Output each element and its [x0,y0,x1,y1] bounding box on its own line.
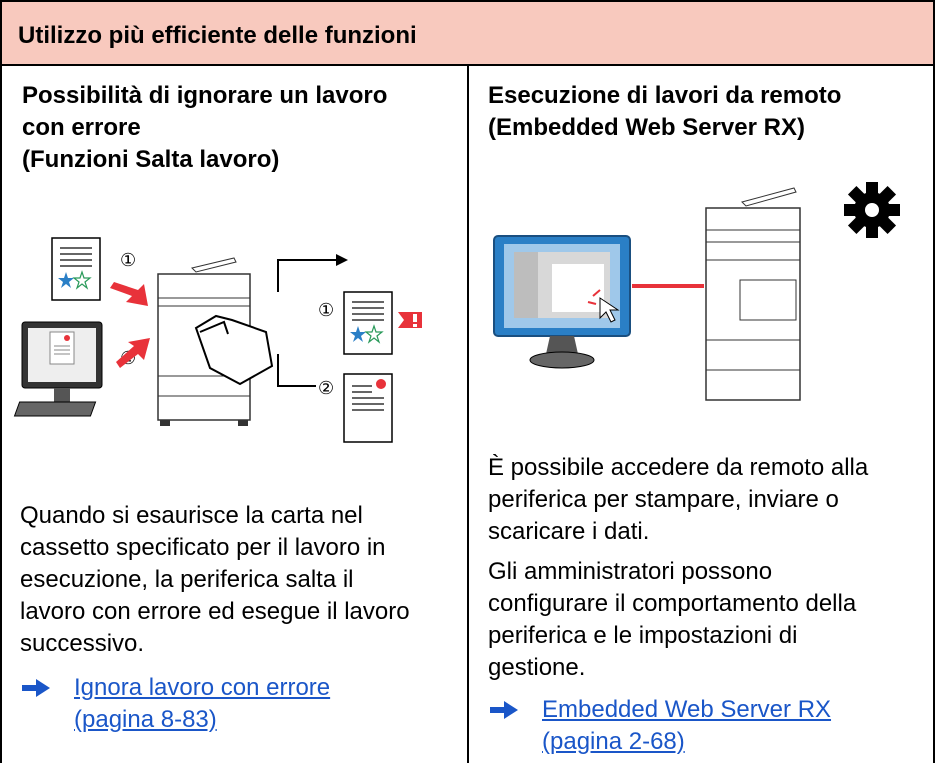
left-border [0,64,2,763]
input-arrow-icon [110,282,150,368]
error-document-icon [343,291,422,355]
column-divider [467,64,469,763]
right-link-row: Embedded Web Server RX (pagina 2-68) [490,694,920,760]
link-embedded-web-server[interactable]: Embedded Web Server RX [542,696,832,723]
marker-two-output: ② [318,378,334,399]
gear-icon [844,182,900,238]
left-link-row: Ignora lavoro con errore (pagina 8-83) [22,672,452,742]
link-embedded-web-server-page[interactable]: (pagina 2-68) [542,728,685,755]
section-title: Utilizzo più efficiente delle funzioni [18,22,417,49]
right-paragraph-1: È possibile accedere da remoto alla peri… [488,454,869,545]
arrow-right-icon [490,701,518,719]
arrow-right-icon [22,679,50,697]
right-column-title: Esecuzione di lavori da remoto (Embedded… [488,82,842,141]
left-column-title: Possibilità di ignorare un lavoro con er… [22,82,388,173]
left-paragraph: Quando si esaurisce la carta nel cassett… [20,502,410,657]
flow-arrows [277,254,348,387]
right-paragraph-2: Gli amministratori possono configurare i… [488,558,857,681]
marker-one: ① [120,250,136,271]
right-border [933,64,935,763]
monitor-icon [493,235,631,369]
document-with-stars-icon [51,237,101,301]
job-skip-illustration: ① ② [13,237,422,443]
printer-icon [157,257,274,426]
link-ignore-error-job-page[interactable]: (pagina 8-83) [74,706,217,733]
computer-icon [13,321,103,417]
remote-access-illustration [493,182,900,401]
output-document-icon [343,373,393,443]
link-ignore-error-job[interactable]: Ignora lavoro con errore [74,674,331,701]
printer-icon [705,187,801,401]
marker-one-output: ① [318,300,334,321]
section-header: Utilizzo più efficiente delle funzioni [0,0,935,66]
